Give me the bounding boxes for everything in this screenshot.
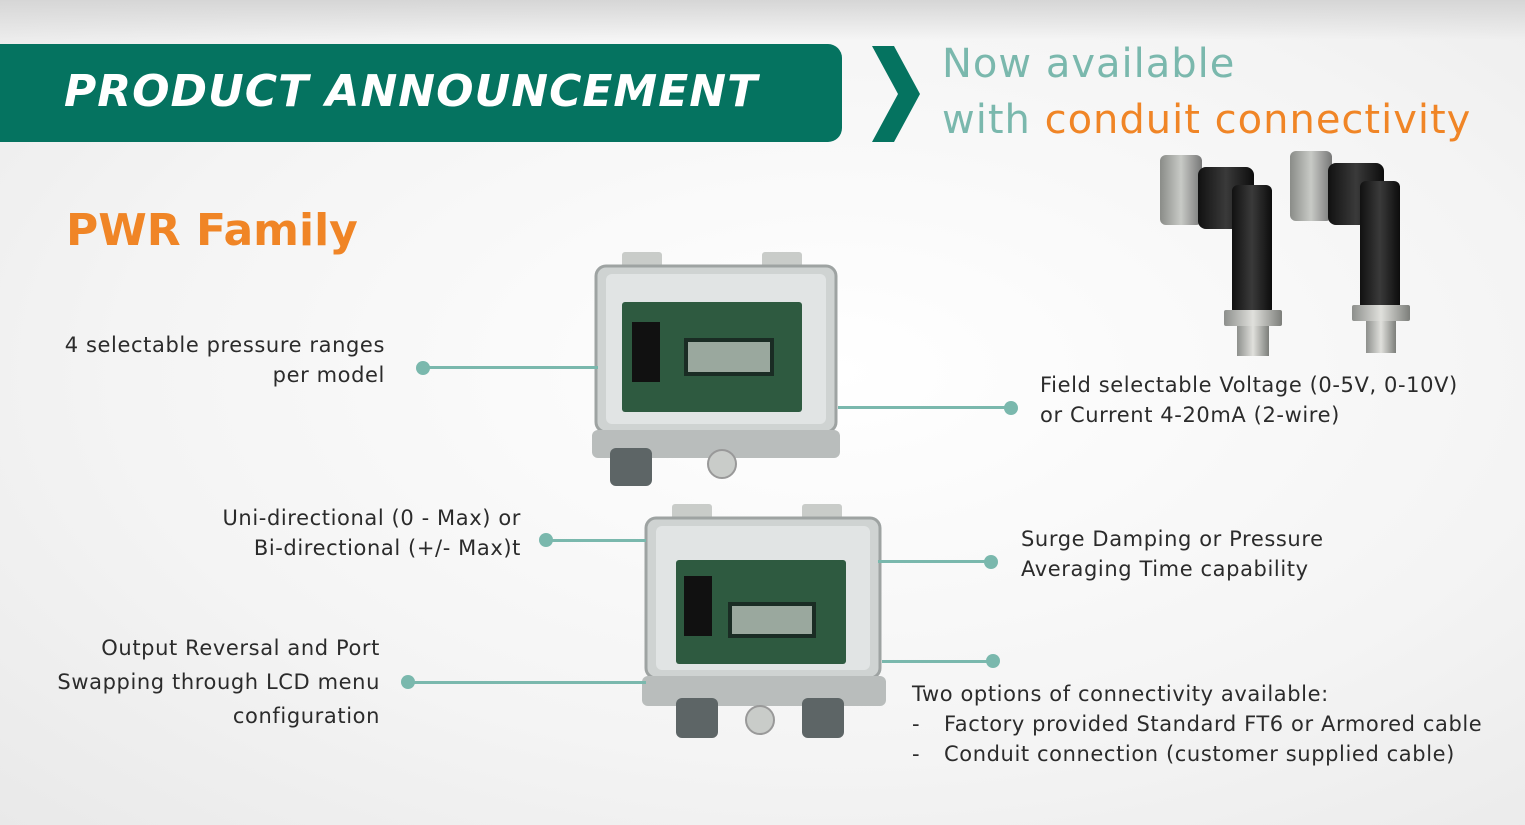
top-shade: [0, 0, 1525, 40]
connector-line: [408, 681, 646, 684]
connector-dot: [1004, 401, 1018, 415]
connector-line: [423, 366, 598, 369]
option-text: Conduit connection (customer supplied ca…: [944, 742, 1455, 766]
pressure-transmitter-image: [1160, 151, 1410, 356]
bullet: -: [912, 742, 921, 766]
tagline-accent: conduit connectivity: [1044, 97, 1472, 143]
connectivity-title: Two options of connectivity available:: [912, 682, 1329, 706]
feature-line: configuration: [232, 704, 380, 728]
tagline-prefix: with: [942, 97, 1045, 143]
feature-line: Uni-directional (0 - Max) or: [222, 506, 521, 530]
family-title: PWR Family: [66, 205, 358, 256]
feature-ranges: 4 selectable pressure ranges per model: [65, 330, 385, 390]
feature-directional: Uni-directional (0 - Max) or Bi-directio…: [222, 503, 521, 563]
connector-dot: [986, 654, 1000, 668]
connectivity-option: -Conduit connection (customer supplied c…: [912, 739, 1482, 769]
option-text: Factory provided Standard FT6 or Armored…: [944, 712, 1483, 736]
connector-line: [882, 660, 992, 663]
bullet: -: [912, 712, 921, 736]
feature-voltage: Field selectable Voltage (0-5V, 0-10V) o…: [1040, 370, 1458, 430]
connectivity-option: -Factory provided Standard FT6 or Armore…: [912, 709, 1482, 739]
feature-line: Field selectable Voltage (0-5V, 0-10V): [1040, 373, 1458, 397]
announcement-banner: PRODUCT ANNOUNCEMENT: [0, 44, 842, 142]
tagline: Now available with conduit connectivity: [942, 36, 1471, 148]
feature-line: Bi-directional (+/- Max)t: [253, 536, 521, 560]
tagline-line2: with conduit connectivity: [942, 92, 1471, 148]
connector-line: [546, 539, 646, 542]
connector-line: [838, 406, 1010, 409]
tagline-line1: Now available: [942, 41, 1236, 87]
feature-surge: Surge Damping or Pressure Averaging Time…: [1021, 524, 1324, 584]
feature-line: per model: [272, 363, 385, 387]
feature-line: Output Reversal and Port: [101, 636, 380, 660]
feature-line: 4 selectable pressure ranges: [64, 333, 385, 357]
feature-line: or Current 4-20mA (2-wire): [1040, 403, 1340, 427]
feature-line: Swapping through LCD menu: [57, 670, 380, 694]
connector-line: [878, 560, 990, 563]
banner-title: PRODUCT ANNOUNCEMENT: [64, 66, 759, 117]
chevron-right-icon: [872, 46, 920, 142]
feature-reversal: Output Reversal and Port Swapping throug…: [57, 631, 380, 733]
connector-dot: [984, 555, 998, 569]
feature-line: Averaging Time capability: [1021, 557, 1309, 581]
enclosure-image-top: [592, 252, 840, 486]
feature-line: Surge Damping or Pressure: [1021, 527, 1324, 551]
feature-connectivity: Two options of connectivity available: -…: [912, 679, 1482, 769]
enclosure-image-bottom: [642, 504, 886, 738]
